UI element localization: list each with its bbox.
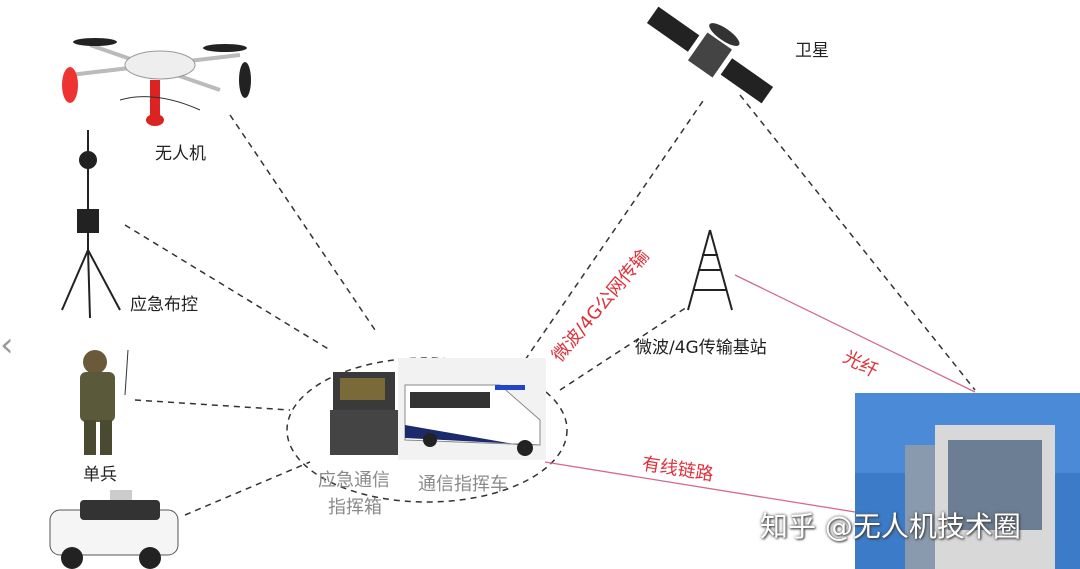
chevron-left-icon[interactable]: ‹ [0, 325, 14, 365]
satellite-label: 卫星 [795, 41, 829, 61]
tower-image [687, 229, 733, 311]
link-soldier [134, 399, 291, 411]
soldier-label: 单兵 [83, 465, 117, 485]
command-group-ellipse [286, 357, 568, 503]
satellite-image [646, 6, 774, 104]
link-satellite-left [524, 97, 706, 361]
watermark: 知乎 @无人机技术圈 [760, 510, 1021, 543]
case-label-line1: 应急通信 [318, 470, 390, 491]
tower-label: 微波/4G传输基站 [635, 338, 767, 358]
link-satellite-right [739, 94, 976, 391]
van-label: 通信指挥车 [418, 474, 508, 495]
fiber-line [734, 274, 976, 393]
police-car-image [49, 490, 179, 569]
tripod-image [61, 130, 121, 319]
case-label-line2: 指挥箱 [328, 497, 382, 518]
link-tower [559, 304, 691, 391]
tripod-label: 应急布控 [130, 295, 198, 315]
drone-image [62, 38, 251, 126]
soldier-image [80, 349, 129, 455]
drone-label: 无人机 [155, 144, 206, 164]
command-van-image [398, 358, 546, 460]
command-case-image [330, 372, 398, 455]
wired-line [544, 461, 856, 513]
link-tripod [124, 224, 331, 351]
building-image [855, 393, 1080, 569]
link-drone [229, 114, 376, 331]
link-car [184, 461, 311, 516]
